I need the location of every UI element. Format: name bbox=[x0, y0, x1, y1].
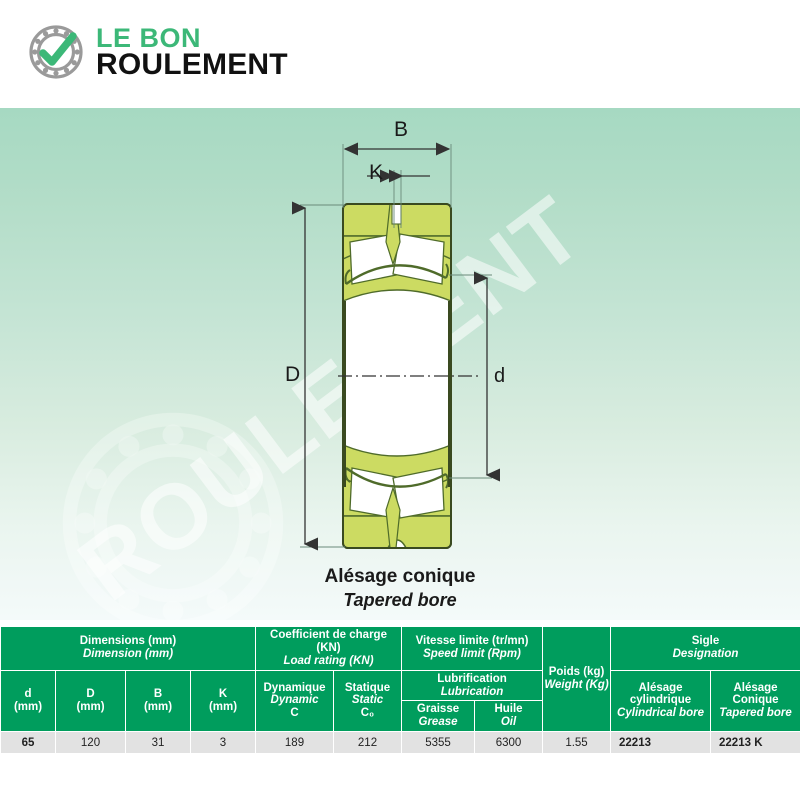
cell-static-C0: 212 bbox=[332, 731, 403, 755]
lubrication-fr: Lubrification bbox=[437, 672, 507, 685]
page-header: LE BON ROULEMENT bbox=[0, 0, 800, 108]
cell-cylindrical-bore: 22213 bbox=[610, 731, 712, 755]
dimension-label-K: K bbox=[369, 161, 384, 184]
lubrication-en: Lubrication bbox=[440, 685, 504, 698]
col-K-label: K bbox=[218, 688, 228, 700]
bearing-cross-section bbox=[292, 142, 500, 551]
bearing-check-icon bbox=[29, 25, 83, 79]
col-cyl-en: Cylindrical bore bbox=[617, 707, 704, 720]
subgroup-header-lubrication: Lubrification Lubrication bbox=[401, 669, 544, 702]
group-header-dimensions: Dimensions (mm) Dimension (mm) bbox=[0, 626, 256, 671]
cell-grease: 5355 bbox=[401, 731, 476, 755]
dimension-B bbox=[342, 142, 452, 208]
cell-weight: 1.55 bbox=[542, 731, 612, 755]
col-tap-en: Tapered bore bbox=[719, 707, 792, 720]
dimension-label-D: D bbox=[285, 363, 301, 386]
col-header-B: B (mm) bbox=[125, 669, 191, 733]
group-header-load-rating: Coefficient de charge (KN) Load rating (… bbox=[254, 626, 403, 671]
dimension-label-B: B bbox=[394, 118, 409, 141]
col-header-static: Statique Static C₀ bbox=[332, 669, 403, 733]
col-oil-fr: Huile bbox=[494, 703, 523, 716]
cell-oil: 6300 bbox=[474, 731, 544, 755]
table-row[interactable]: 65 120 31 3 189 212 5355 6300 1.55 22213… bbox=[0, 731, 800, 755]
col-cyl-fr: Alésage cylindrique bbox=[629, 681, 692, 707]
dimension-K bbox=[367, 169, 430, 228]
col-header-grease: Graisse Grease bbox=[401, 700, 476, 733]
cell-d: 65 bbox=[0, 731, 56, 755]
cell-B: 31 bbox=[125, 731, 191, 755]
group-designation-fr: Sigle bbox=[691, 635, 720, 648]
group-weight-fr: Poids (kg) bbox=[548, 666, 605, 679]
col-header-d: d (mm) bbox=[0, 669, 56, 733]
col-dynamic-en: Dynamic bbox=[270, 694, 319, 707]
col-static-en: Static bbox=[351, 694, 384, 707]
col-B-unit: (mm) bbox=[143, 700, 173, 713]
dimension-D bbox=[292, 201, 345, 551]
col-header-dynamic: Dynamique Dynamic C bbox=[255, 669, 334, 733]
brand-logo[interactable]: LE BON ROULEMENT bbox=[28, 24, 288, 80]
group-dimensions-fr: Dimensions (mm) bbox=[79, 635, 177, 648]
col-grease-en: Grease bbox=[418, 716, 458, 729]
col-dynamic-symbol: C bbox=[290, 707, 299, 720]
col-dynamic-fr: Dynamique bbox=[263, 681, 326, 694]
group-speed-fr: Vitesse limite (tr/mn) bbox=[415, 635, 529, 648]
col-B-label: B bbox=[153, 688, 163, 700]
cell-tapered-bore: 22213 K bbox=[710, 731, 800, 755]
cell-dynamic-C: 189 bbox=[255, 731, 334, 755]
dimension-d bbox=[449, 271, 500, 482]
group-load-en: Load rating (KN) bbox=[283, 654, 374, 667]
col-K-unit: (mm) bbox=[208, 700, 238, 713]
group-weight-en: Weight (Kg) bbox=[544, 679, 609, 692]
col-oil-en: Oil bbox=[500, 716, 517, 729]
drawing-caption-fr: Alésage conique bbox=[324, 566, 476, 587]
table-subgroup-header-row: d (mm) D (mm) B (mm) K (mm) bbox=[0, 669, 800, 733]
col-tap-fr: Alésage Conique bbox=[732, 681, 779, 707]
dimension-label-d: d bbox=[494, 365, 506, 387]
group-designation-en: Designation bbox=[672, 648, 739, 661]
logo-line-1: LE BON bbox=[96, 22, 202, 53]
group-speed-en: Speed limit (Rpm) bbox=[423, 648, 521, 661]
col-grease-fr: Graisse bbox=[416, 703, 460, 716]
drawing-caption-en: Tapered bore bbox=[343, 590, 457, 610]
group-header-designation: Sigle Designation bbox=[610, 626, 800, 671]
group-header-speed-limit: Vitesse limite (tr/mn) Speed limit (Rpm) bbox=[401, 626, 544, 671]
col-d-unit: (mm) bbox=[13, 700, 43, 713]
col-D-label: D bbox=[86, 688, 95, 700]
table-group-header-row: Dimensions (mm) Dimension (mm) Coefficie… bbox=[0, 625, 800, 733]
group-load-fr: Coefficient de charge (KN) bbox=[270, 629, 387, 654]
group-header-weight: Poids (kg) Weight (Kg) bbox=[542, 625, 612, 733]
bearing-drawing-panel: ROULEMENT bbox=[0, 108, 800, 620]
col-d-label: d bbox=[24, 688, 32, 700]
col-header-tapered-bore: Alésage Conique Tapered bore bbox=[710, 669, 800, 733]
col-header-K: K (mm) bbox=[190, 669, 256, 733]
col-header-cylindrical-bore: Alésage cylindrique Cylindrical bore bbox=[610, 669, 712, 733]
col-static-symbol: C₀ bbox=[360, 707, 375, 720]
logo-line-2: ROULEMENT bbox=[96, 47, 288, 81]
table-column-header-row: Graisse Grease Huile Oil bbox=[1, 700, 800, 733]
cell-K: 3 bbox=[190, 731, 256, 755]
col-header-oil: Huile Oil bbox=[474, 700, 544, 733]
group-dimensions-en: Dimension (mm) bbox=[82, 648, 174, 661]
col-static-fr: Statique bbox=[344, 681, 391, 694]
specification-table-zone: Dimensions (mm) Dimension (mm) Coefficie… bbox=[0, 625, 800, 755]
brand-wordmark: LE BON ROULEMENT bbox=[96, 22, 288, 81]
cell-D: 120 bbox=[55, 731, 126, 755]
specification-table: Dimensions (mm) Dimension (mm) Coefficie… bbox=[0, 625, 800, 755]
col-D-unit: (mm) bbox=[76, 700, 105, 713]
col-header-D: D (mm) bbox=[55, 669, 126, 733]
